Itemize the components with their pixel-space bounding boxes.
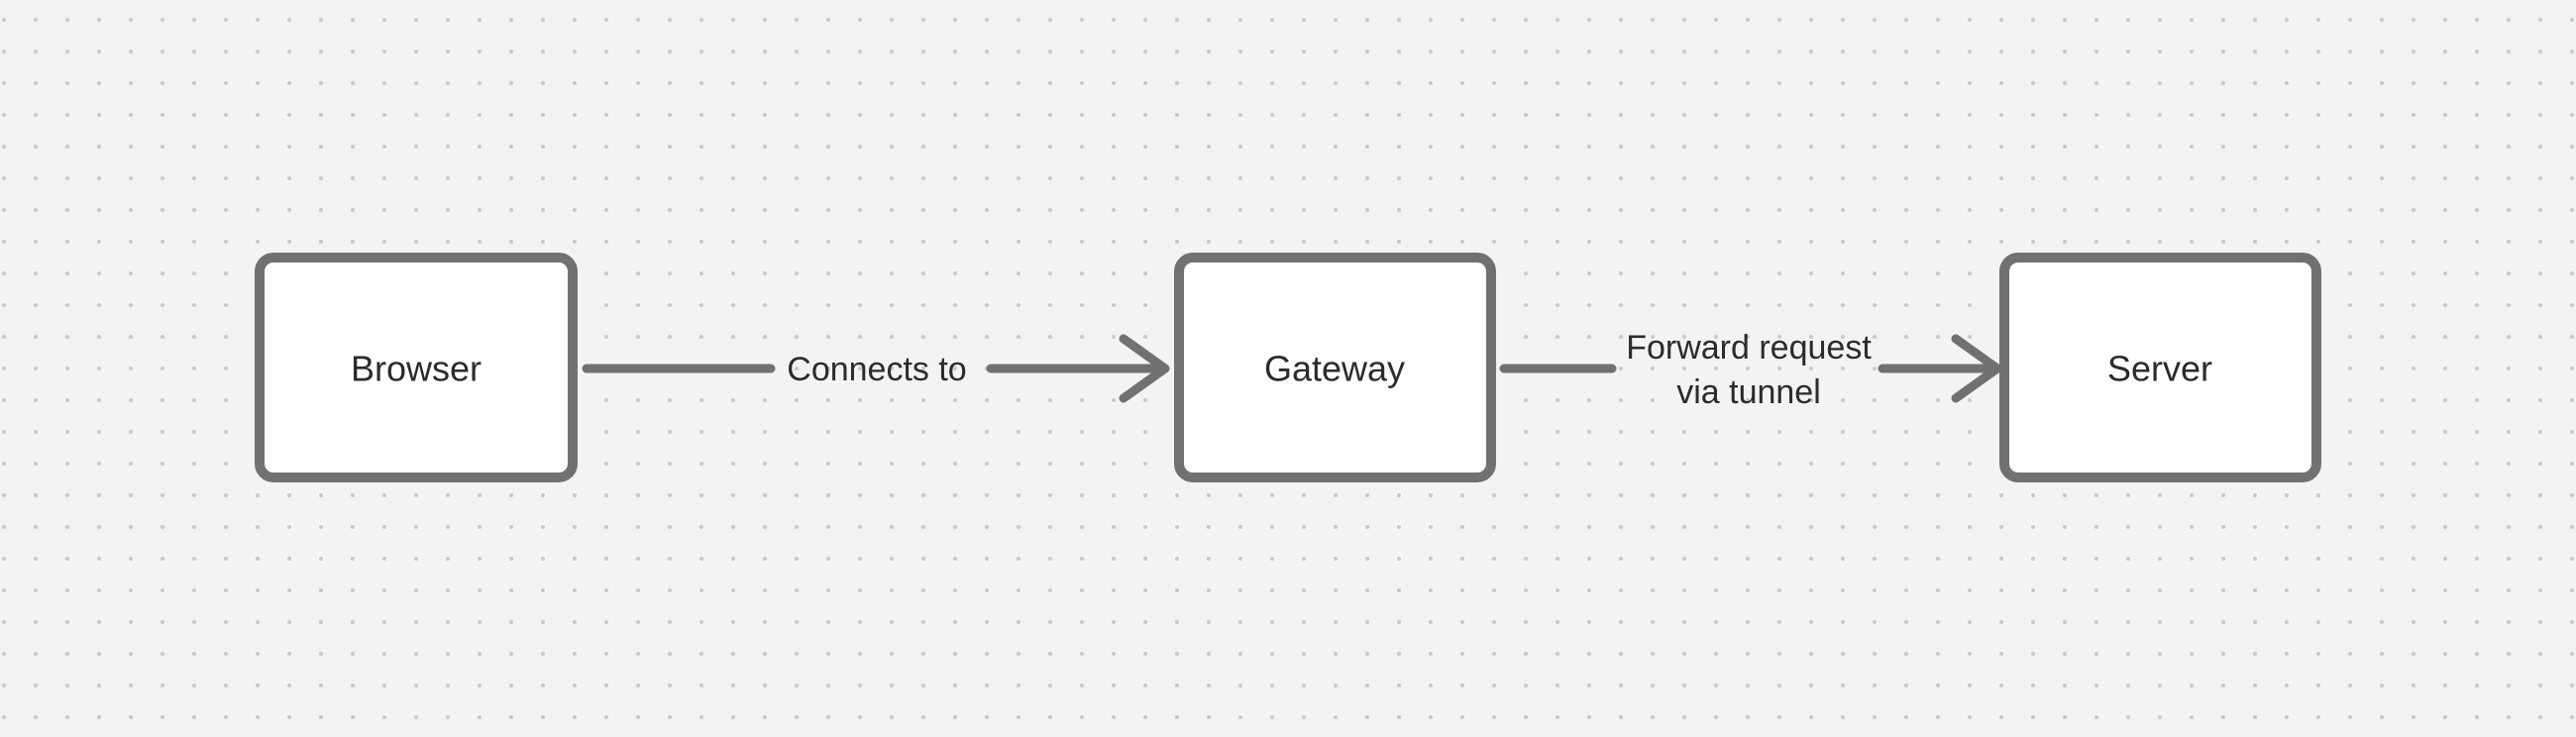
edge-label-forward-request-line1: Forward request bbox=[1626, 329, 1872, 367]
edge-gateway-server[interactable]: Forward request via tunnel bbox=[1499, 329, 2002, 411]
gateway-node[interactable]: Gateway bbox=[1174, 253, 1496, 482]
browser-node[interactable]: Browser bbox=[255, 253, 578, 482]
gateway-node-label: Gateway bbox=[1264, 349, 1405, 389]
server-node-label: Server bbox=[2107, 349, 2212, 389]
arrowhead-icon bbox=[1119, 334, 1170, 403]
server-node[interactable]: Server bbox=[1999, 253, 2321, 482]
browser-node-label: Browser bbox=[351, 349, 482, 389]
edge-label-forward-request-line2: via tunnel bbox=[1676, 373, 1821, 411]
browser-node-box[interactable] bbox=[255, 253, 578, 482]
arrowhead-icon bbox=[1951, 334, 2002, 403]
gateway-node-box[interactable] bbox=[1174, 253, 1496, 482]
edge-label-connects-to: Connects to bbox=[787, 351, 966, 388]
edge-browser-gateway[interactable]: Connects to bbox=[582, 334, 1170, 403]
server-node-box[interactable] bbox=[1999, 253, 2321, 482]
